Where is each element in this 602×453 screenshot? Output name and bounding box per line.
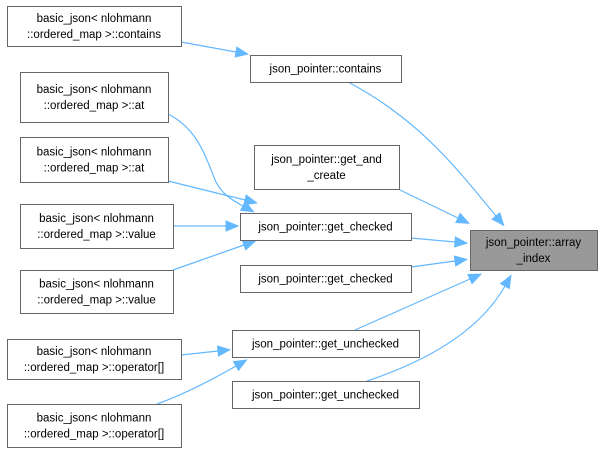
edge-value_1-to-jp_get_checked_1 — [173, 220, 240, 232]
edge-line — [397, 188, 459, 219]
edge-jp_get_checked_1-to-root — [410, 236, 469, 248]
edge-line — [366, 285, 506, 382]
node-box — [7, 339, 182, 380]
edge-line — [156, 365, 237, 405]
node-box — [20, 137, 169, 183]
node-jp-contains[interactable]: json_pointer::contains — [250, 55, 402, 83]
node-label-line: json_pointer::contains — [269, 64, 382, 76]
edge-arrowhead — [225, 220, 240, 232]
node-contains-basic[interactable]: basic_json< nlohmann::ordered_map >::con… — [7, 6, 182, 47]
node-value-1[interactable]: basic_json< nlohmann::ordered_map >::val… — [20, 204, 174, 249]
edge-jp_get_unchecked_2-to-root — [366, 274, 512, 382]
edge-arrowhead — [491, 211, 505, 227]
node-label-line: json_pointer::array — [485, 237, 581, 249]
edge-at_1-to-jp_get_checked_1 — [167, 113, 255, 213]
node-box — [7, 6, 182, 47]
edge-line — [172, 244, 245, 271]
node-label-line: ::ordered_map >::operator[] — [24, 429, 164, 441]
edge-line — [347, 81, 497, 217]
node-label-line: ::ordered_map >::at — [44, 163, 145, 175]
edge-at_2-to-jp_get_checked_1 — [167, 180, 258, 206]
node-label-line: ::ordered_map >::value — [37, 229, 156, 241]
node-label-line: basic_json< nlohmann — [39, 213, 154, 225]
edge-line — [410, 237, 456, 243]
node-label-line: ::ordered_map >::contains — [27, 29, 161, 41]
node-box — [7, 404, 182, 448]
edge-contains_basic-to-jp_contains — [180, 41, 250, 58]
edge-jp_contains-to-root — [347, 81, 505, 227]
node-box — [20, 204, 174, 249]
node-operator-1[interactable]: basic_json< nlohmann::ordered_map >::ope… — [7, 339, 182, 380]
node-label-line: ::ordered_map >::at — [44, 100, 145, 112]
node-box — [232, 330, 420, 358]
node-label-line: json_pointer::get_unchecked — [251, 390, 399, 402]
edge-arrowhead — [239, 200, 255, 213]
node-box — [470, 230, 598, 271]
node-jp-get-checked-1[interactable]: json_pointer::get_checked — [240, 213, 412, 241]
edge-line — [167, 180, 246, 201]
node-label-line: json_pointer::get_checked — [257, 222, 392, 234]
edge-line — [180, 350, 219, 356]
node-box — [240, 265, 412, 293]
edge-arrowhead — [234, 46, 250, 58]
edge-arrowhead — [243, 194, 258, 206]
node-label-line: basic_json< nlohmann — [37, 84, 152, 96]
node-operator-2[interactable]: basic_json< nlohmann::ordered_map >::ope… — [7, 404, 182, 448]
node-label-line: basic_json< nlohmann — [37, 147, 152, 159]
edge-line — [354, 278, 471, 331]
edge-arrowhead — [467, 273, 483, 285]
node-label-line: ::ordered_map >::value — [37, 295, 156, 307]
node-root[interactable]: json_pointer::array_index — [470, 230, 598, 271]
node-label-line: basic_json< nlohmann — [37, 346, 152, 358]
edge-arrowhead — [453, 236, 469, 248]
edges-layer — [156, 41, 512, 405]
node-jp-get-unchecked-1[interactable]: json_pointer::get_unchecked — [232, 330, 420, 358]
edge-line — [410, 260, 456, 268]
node-label-line: json_pointer::get_unchecked — [251, 339, 399, 351]
node-jp-get-unchecked-2[interactable]: json_pointer::get_unchecked — [232, 381, 420, 409]
edge-arrowhead — [232, 359, 248, 372]
node-box — [20, 72, 169, 123]
edge-jp_get_and_create-to-root — [397, 188, 470, 224]
node-label-line: basic_json< nlohmann — [39, 279, 154, 291]
edge-line — [180, 41, 237, 53]
node-label-line: _create — [306, 170, 345, 182]
node-box — [232, 381, 420, 409]
node-box — [20, 270, 174, 314]
edge-jp_get_checked_2-to-root — [410, 255, 469, 268]
node-box — [254, 145, 400, 190]
edge-arrowhead — [455, 212, 470, 224]
edge-operator_1-to-jp_get_unchecked_1 — [180, 345, 232, 357]
edge-arrowhead — [241, 239, 257, 251]
node-box — [250, 55, 402, 83]
node-label-line: json_pointer::get_checked — [257, 274, 392, 286]
node-label-line: basic_json< nlohmann — [37, 413, 152, 425]
edge-arrowhead — [216, 345, 232, 357]
node-value-2[interactable]: basic_json< nlohmann::ordered_map >::val… — [20, 270, 174, 314]
node-at-2[interactable]: basic_json< nlohmann::ordered_map >::at — [20, 137, 169, 183]
node-label-line: json_pointer::get_and — [270, 154, 382, 166]
edge-arrowhead — [499, 274, 512, 290]
node-label-line: ::ordered_map >::operator[] — [24, 362, 164, 374]
node-at-1[interactable]: basic_json< nlohmann::ordered_map >::at — [20, 72, 169, 123]
edge-operator_2-to-jp_get_unchecked_1 — [156, 359, 248, 405]
edge-line — [167, 113, 244, 207]
node-jp-get-checked-2[interactable]: json_pointer::get_checked — [240, 265, 412, 293]
node-label-line: basic_json< nlohmann — [37, 13, 152, 25]
edge-arrowhead — [453, 255, 469, 267]
node-label-line: _index — [516, 253, 551, 265]
node-box — [240, 213, 412, 241]
edge-jp_get_unchecked_1-to-root — [354, 273, 483, 331]
node-jp-get-and-create[interactable]: json_pointer::get_and_create — [254, 145, 400, 190]
